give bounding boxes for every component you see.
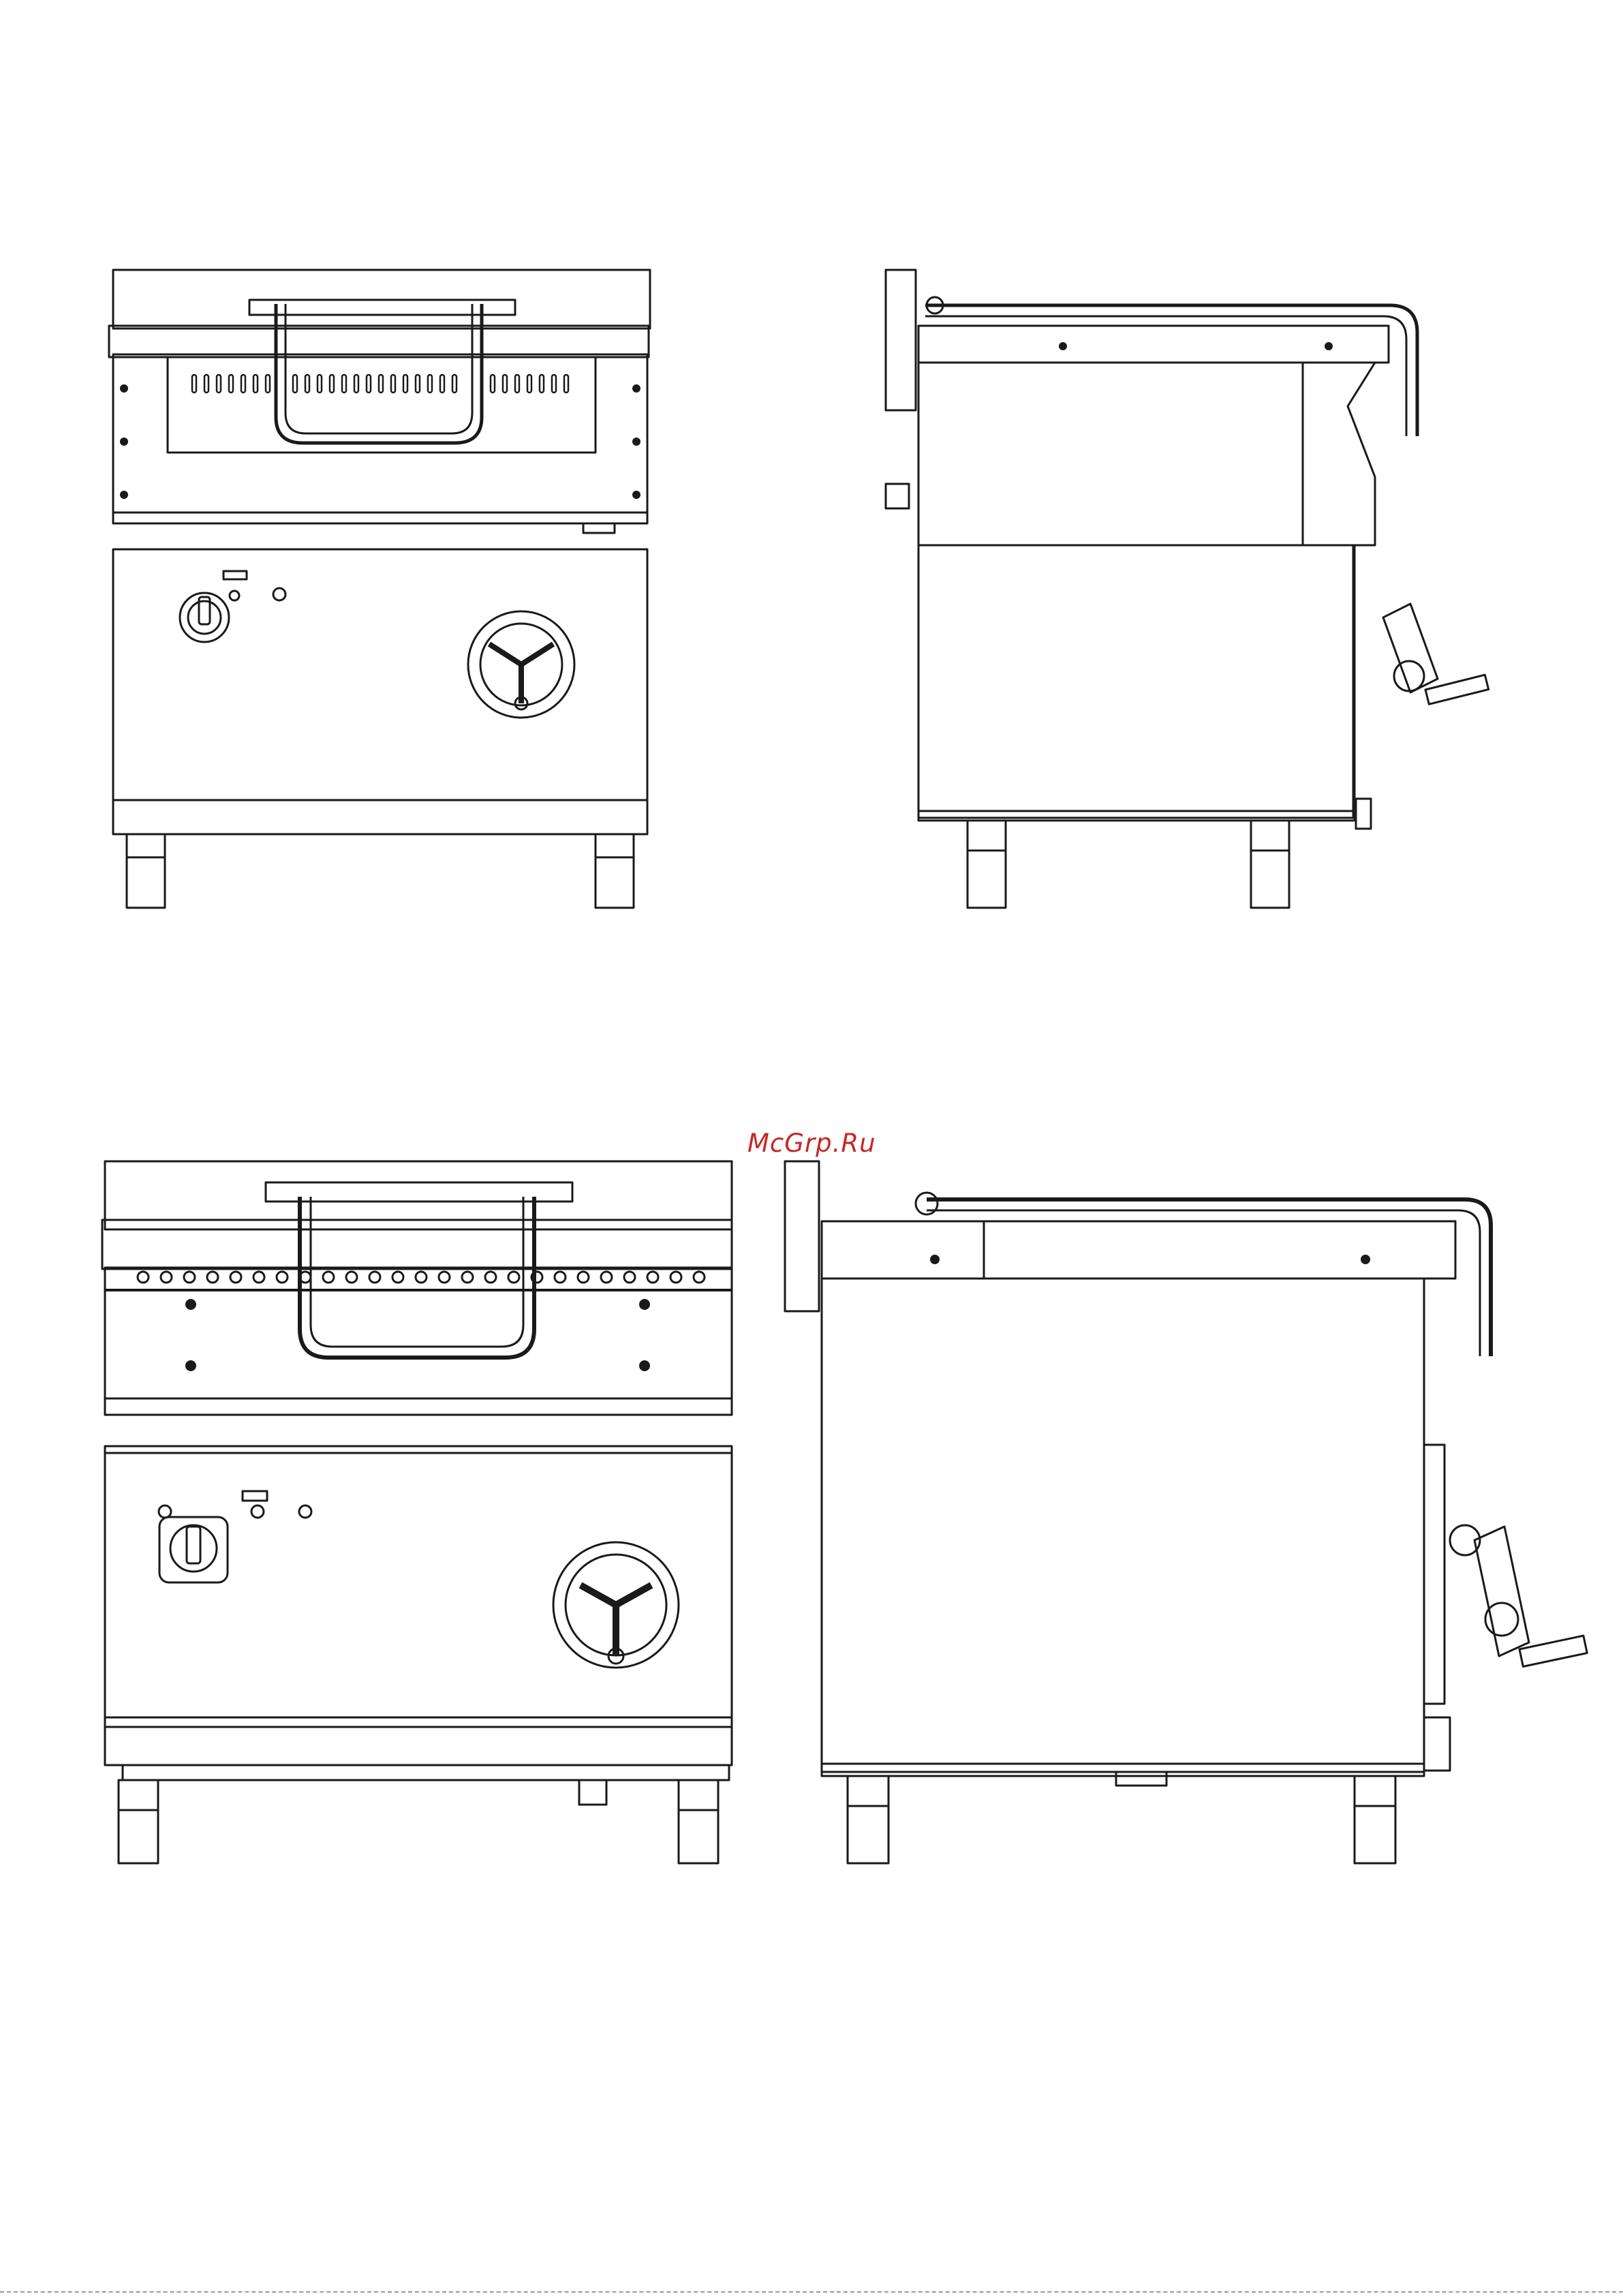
- side-view-small: [886, 270, 1489, 908]
- front-view-large: [102, 1161, 732, 1863]
- watermark-text: McGrp.Ru: [747, 1129, 876, 1158]
- side-view-large: [785, 1161, 1587, 1863]
- front-view-small: [109, 270, 650, 908]
- page-bottom-rule: [0, 2291, 1623, 2293]
